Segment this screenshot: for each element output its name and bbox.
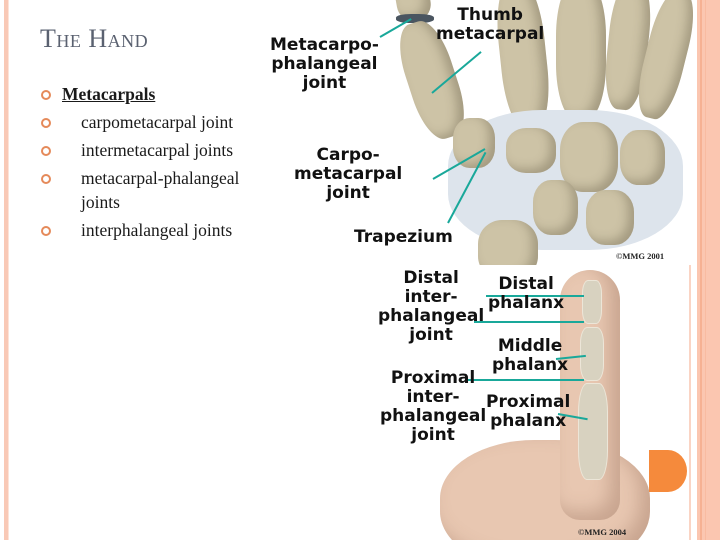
right-border-panel — [697, 0, 720, 540]
pointer-line — [466, 379, 584, 381]
bullet-text: Metacarpals — [62, 84, 156, 104]
hollow-circle-icon — [41, 90, 51, 100]
bullet-item-interphalangeal: interphalangeal joints — [38, 218, 268, 242]
metacarpal-3-shape — [556, 0, 606, 120]
carpal-shape — [620, 130, 665, 185]
middle-phalanx-shape — [580, 327, 604, 381]
copyright-2004: ©MMG 2004 — [578, 527, 627, 537]
bullet-text: interphalangeal joints — [81, 220, 233, 240]
bullet-text: metacarpal-phalangeal joints — [81, 168, 240, 212]
label-cmc-joint: Carpo- metacarpal joint — [294, 145, 403, 203]
bullet-list: Metacarpals carpometacarpal joint interm… — [38, 82, 268, 246]
hollow-circle-icon — [41, 146, 51, 156]
bullet-item-carpometacarpal: carpometacarpal joint — [38, 110, 268, 134]
carpal-shape — [560, 122, 618, 192]
label-dip-joint: Distal inter- phalangeal joint — [378, 268, 485, 345]
bullet-item-metacarpal-phalangeal: metacarpal-phalangeal joints — [38, 166, 268, 214]
distal-phalanx-shape — [582, 280, 602, 324]
bullet-text: intermetacarpal joints — [81, 140, 234, 160]
trapezium-shape — [453, 118, 495, 168]
carpal-shape — [586, 190, 634, 245]
left-border-stripe — [4, 0, 8, 540]
right-border-line — [705, 0, 706, 540]
label-distal-phalanx: Distal phalanx — [488, 274, 565, 313]
slide-title: The Hand — [40, 24, 149, 53]
label-pip-joint: Proximal inter- phalangeal joint — [380, 368, 487, 445]
hollow-circle-icon — [41, 174, 51, 184]
label-mcp-joint: Metacarpo- phalangeal joint — [270, 35, 379, 93]
finger-bones-figure: Distal inter- phalangeal joint Distal ph… — [370, 265, 686, 540]
label-thumb-metacarpal: Thumb metacarpal — [436, 5, 545, 44]
label-proximal-phalanx: Proximal phalanx — [486, 392, 571, 431]
pointer-line — [474, 321, 584, 323]
bullet-text: carpometacarpal joint — [81, 112, 234, 132]
bullet-item-metacarpals: Metacarpals — [38, 82, 268, 106]
label-trapezium: Trapezium — [354, 227, 453, 247]
hand-skeleton-figure: Metacarpo- phalangeal joint Thumb metaca… — [268, 0, 696, 265]
carpal-shape — [506, 128, 556, 173]
left-border-line — [8, 0, 9, 540]
orange-half-circle-icon — [649, 450, 687, 492]
right-border-line — [700, 0, 702, 540]
right-border-thin-line — [689, 265, 691, 540]
radius-shape — [478, 220, 538, 265]
proximal-phalanx-shape — [578, 383, 608, 480]
pointer-line — [486, 295, 584, 297]
carpal-shape — [533, 180, 578, 235]
bullet-item-intermetacarpal: intermetacarpal joints — [38, 138, 268, 162]
label-middle-phalanx: Middle phalanx — [492, 336, 569, 375]
hollow-circle-icon — [41, 226, 51, 236]
copyright-2001: ©MMG 2001 — [616, 251, 665, 261]
mcp-joint-shape — [396, 14, 434, 23]
hollow-circle-icon — [41, 118, 51, 128]
